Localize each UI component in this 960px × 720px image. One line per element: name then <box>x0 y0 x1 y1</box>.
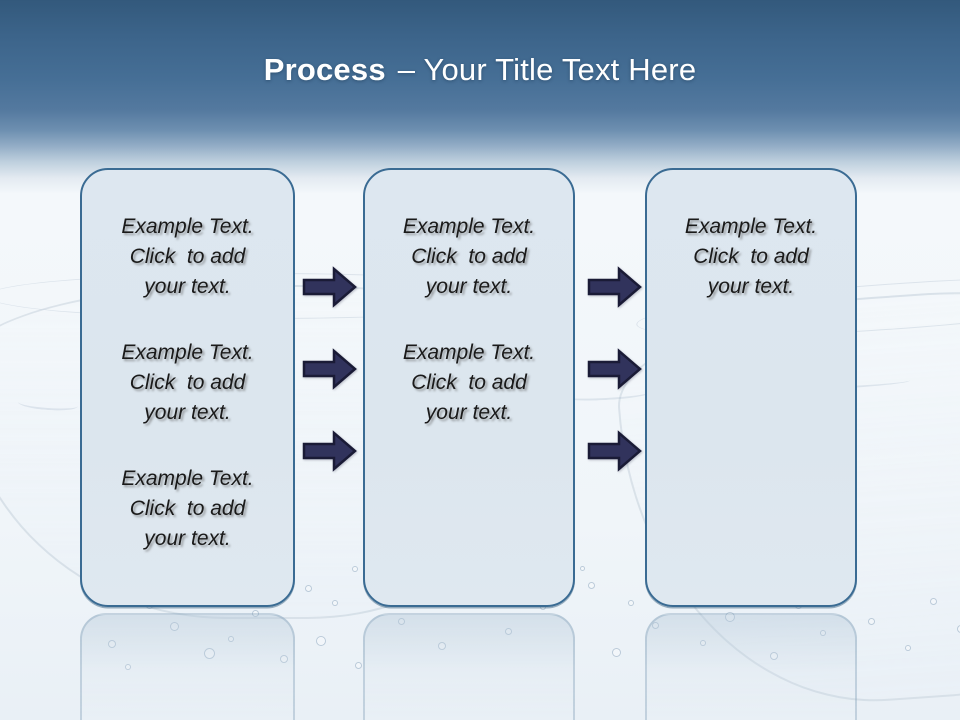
bubble-decoration <box>588 582 595 589</box>
bubble-decoration <box>700 640 706 646</box>
bubble-decoration <box>316 636 326 646</box>
text-line: your text. <box>144 401 231 424</box>
text-line: Example Text. <box>402 341 536 364</box>
placeholder-text-block: Example Text. Click to add your text. <box>121 338 253 428</box>
bubble-decoration <box>438 642 446 650</box>
right-arrow-icon <box>587 430 642 472</box>
text-line: Example Text. <box>684 215 818 238</box>
bubble-decoration <box>398 618 405 625</box>
right-arrow-icon <box>587 348 642 390</box>
text-line: your text. <box>425 401 513 424</box>
placeholder-text-block: Example Text. Click to add your text. <box>121 464 253 554</box>
text-line: Example Text. <box>121 467 254 490</box>
right-arrow-icon <box>302 348 357 390</box>
bubble-decoration <box>580 566 585 571</box>
slide-title-rest: – Your Title Text Here <box>397 52 697 87</box>
right-arrow-icon <box>302 430 357 472</box>
panel-reflection <box>645 613 857 720</box>
bubble-decoration <box>355 662 362 669</box>
text-line: your text. <box>425 275 513 298</box>
bubble-decoration <box>905 645 911 651</box>
text-line: Click to add <box>411 371 527 394</box>
text-line: Click to add <box>411 245 527 268</box>
slide-title-emphasis: Process <box>263 52 386 87</box>
panel-reflection <box>363 613 575 720</box>
text-line: your text. <box>144 275 231 298</box>
text-line: your text. <box>144 527 231 550</box>
placeholder-text-block: Example Text. Click to add your text. <box>403 338 535 428</box>
bubble-decoration <box>204 648 215 659</box>
bubble-decoration <box>820 630 826 636</box>
text-line: Click to add <box>129 371 246 394</box>
placeholder-text-block: Example Text. Click to add your text. <box>403 212 535 302</box>
bubble-decoration <box>612 648 621 657</box>
bubble-decoration <box>252 610 259 617</box>
panel-text-blocks: Example Text. Click to add your text. <box>647 170 855 302</box>
placeholder-text-block: Example Text. Click to add your text. <box>121 212 253 302</box>
process-step-panel-3: Example Text. Click to add your text. <box>645 168 857 607</box>
placeholder-text-block: Example Text. Click to add your text. <box>685 212 817 302</box>
bubble-decoration <box>332 600 338 606</box>
bubble-decoration <box>108 640 116 648</box>
text-line: Click to add <box>693 245 809 268</box>
slide-title: Process – Your Title Text Here <box>0 52 960 88</box>
text-line: Example Text. <box>121 341 254 364</box>
text-line: Click to add <box>129 245 246 268</box>
bubble-decoration <box>930 598 937 605</box>
text-line: Example Text. <box>121 215 254 238</box>
text-line: Click to add <box>129 497 246 520</box>
bubble-decoration <box>868 618 875 625</box>
bubble-decoration <box>770 652 778 660</box>
bubble-decoration <box>228 636 234 642</box>
bubble-decoration <box>957 625 960 633</box>
panel-reflection <box>80 613 295 720</box>
bubble-decoration <box>280 655 288 663</box>
header-gradient-band <box>0 0 960 200</box>
right-arrow-icon <box>302 266 357 308</box>
bubble-decoration <box>170 622 179 631</box>
bubble-decoration <box>125 664 131 670</box>
bubble-decoration <box>628 600 634 606</box>
text-line: your text. <box>707 275 795 298</box>
right-arrow-icon <box>587 266 642 308</box>
bubble-decoration <box>505 628 512 635</box>
bubble-decoration <box>305 585 312 592</box>
bubble-decoration <box>725 612 735 622</box>
text-line: Example Text. <box>402 215 536 238</box>
bubble-decoration <box>352 566 358 572</box>
